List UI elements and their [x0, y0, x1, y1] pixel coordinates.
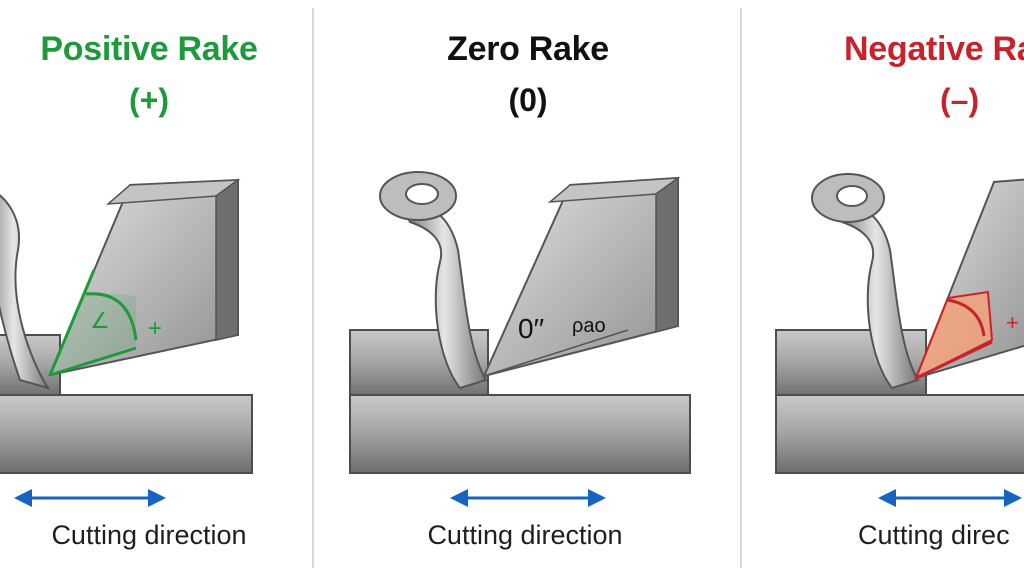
angle-mark: 0′′ — [518, 313, 544, 344]
rake-illustration: + — [775, 173, 1024, 507]
workpiece — [0, 334, 253, 474]
panel-positive-rake: Positive Rake (+) — [0, 0, 308, 576]
rake-illustration: ∠ + — [0, 178, 253, 507]
chip — [0, 194, 51, 390]
panel-caption: Cutting direc — [858, 520, 1010, 550]
panel-title: Positive Rake — [40, 30, 258, 68]
panel-divider — [312, 8, 314, 568]
rake-angle-indicator: 0′′ ρao — [518, 313, 606, 344]
panel-title: Zero Rake — [447, 30, 609, 68]
panel-zero-rake: Zero Rake (0) — [318, 0, 738, 576]
rake-illustration: 0′′ ρao — [349, 171, 691, 507]
angle-mark: + — [148, 315, 162, 342]
angle-mark: + — [1006, 310, 1019, 335]
panel-sign: (+) — [129, 82, 169, 118]
chip — [379, 171, 488, 390]
panel-caption: Cutting direction — [427, 520, 623, 550]
cutting-tool — [48, 178, 241, 377]
cutting-tool — [482, 176, 681, 378]
angle-mark: ρao — [572, 315, 606, 337]
double-headed-arrow-icon — [878, 489, 1022, 507]
double-headed-arrow-icon — [14, 489, 166, 507]
angle-mark: ∠ — [90, 308, 110, 333]
cutting-tool: + — [914, 178, 1024, 381]
panel-sign: (–) — [940, 82, 980, 118]
chip — [811, 173, 920, 390]
panel-caption: Cutting direction — [51, 520, 247, 550]
panel-title: Negative Ra — [844, 30, 1024, 68]
rake-angle-indicator: ∠ + — [48, 269, 162, 377]
double-headed-arrow-icon — [450, 489, 606, 507]
panel-divider — [740, 8, 742, 568]
panel-sign: (0) — [508, 82, 548, 118]
panel-negative-rake: Negative Ra (–) + — [744, 0, 1024, 576]
